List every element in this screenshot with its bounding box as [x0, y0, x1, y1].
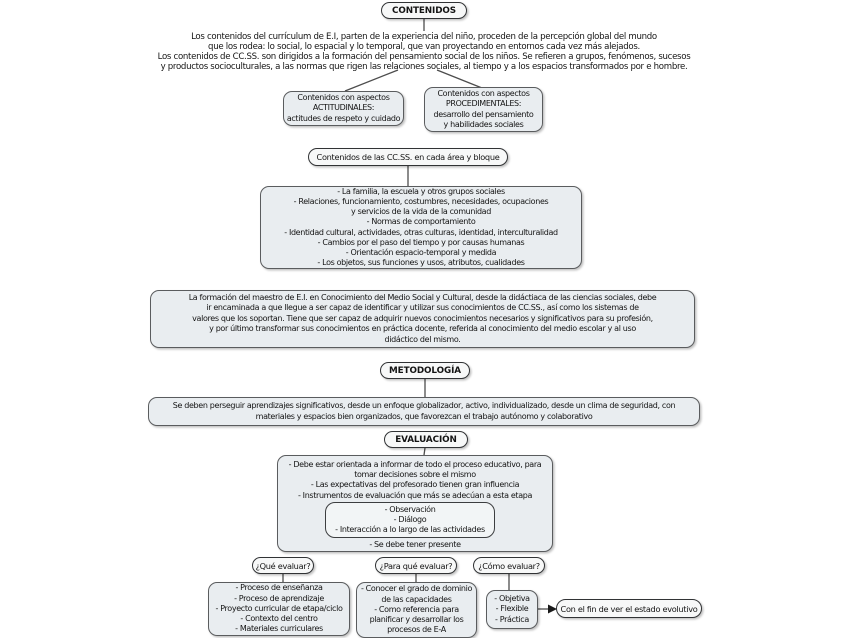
areas-bloques-node: Contenidos de las CC.SS. en cada área y …	[308, 148, 508, 166]
como-evaluar-label: ¿Cómo evaluar?	[478, 560, 540, 571]
procedimentales-node: Contenidos con aspectos PROCEDIMENTALES:…	[424, 87, 543, 132]
contenidos-label: CONTENIDOS	[391, 5, 457, 16]
actitudinales-node: Contenidos con aspectos ACTITUDINALES: a…	[283, 91, 404, 126]
como-evaluar-list-text: - Objetiva - Flexible - Práctica	[494, 594, 530, 624]
connector-intro-actitudinales	[344, 69, 399, 92]
contents-list-text: - La familia, la escuela y otros grupos …	[284, 186, 558, 268]
intro-text: Los contenidos del currículum de E.I, pa…	[157, 32, 691, 72]
metodologia-desc-node: Se deben perseguir aprendizajes signific…	[148, 397, 700, 426]
contenidos-node: CONTENIDOS	[381, 2, 467, 19]
connector-evaluacion-desc	[423, 447, 426, 456]
evaluacion-points-text: - Debe estar orientada a informar de tod…	[288, 460, 542, 500]
que-evaluar-list-text: - Proceso de enseñanza - Proceso de apre…	[215, 583, 343, 634]
contents-list-node: - La familia, la escuela y otros grupos …	[260, 186, 582, 269]
teacher-training-node: La formación del maestro de E.I. en Cono…	[150, 290, 695, 348]
como-evaluar-node: ¿Cómo evaluar?	[473, 557, 545, 574]
para-que-evaluar-label: ¿Para qué evaluar?	[379, 560, 453, 571]
para-que-evaluar-list-node: - Conocer el grado de dominio de las cap…	[356, 582, 477, 638]
evaluacion-label: EVALUACIÓN	[395, 434, 457, 445]
procedimentales-label: Contenidos con aspectos PROCEDIMENTALES:…	[433, 89, 534, 129]
como-evaluar-list-node: - Objetiva - Flexible - Práctica	[486, 590, 538, 629]
tener-presente-label: - Se debe tener presente	[369, 540, 461, 549]
estado-evolutivo-label: Con el fin de ver el estado evolutivo	[560, 603, 698, 614]
teacher-training-text: La formación del maestro de E.I. en Cono…	[188, 292, 657, 344]
estado-evolutivo-node: Con el fin de ver el estado evolutivo	[556, 599, 702, 618]
que-evaluar-list-node: - Proceso de enseñanza - Proceso de apre…	[208, 582, 350, 636]
instrumentos-node: - Observación - Diálogo - Interacción a …	[325, 502, 495, 538]
areas-bloques-label: Contenidos de las CC.SS. en cada área y …	[316, 152, 500, 162]
metodologia-label: METODOLOGÍA	[389, 365, 461, 376]
actitudinales-label: Contenidos con aspectos ACTITUDINALES: a…	[286, 93, 401, 123]
instrumentos-text: - Observación - Diálogo - Interacción a …	[335, 504, 485, 535]
que-evaluar-node: ¿Qué evaluar?	[252, 557, 314, 574]
metodologia-node: METODOLOGÍA	[380, 362, 470, 379]
connector-intro-procedimentales	[436, 69, 483, 89]
para-que-evaluar-node: ¿Para qué evaluar?	[375, 557, 457, 574]
que-evaluar-label: ¿Qué evaluar?	[255, 560, 311, 571]
evaluacion-node: EVALUACIÓN	[384, 431, 468, 448]
para-que-evaluar-list-text: - Conocer el grado de dominio de las cap…	[360, 584, 473, 635]
metodologia-desc-text: Se deben perseguir aprendizajes signific…	[172, 401, 676, 421]
